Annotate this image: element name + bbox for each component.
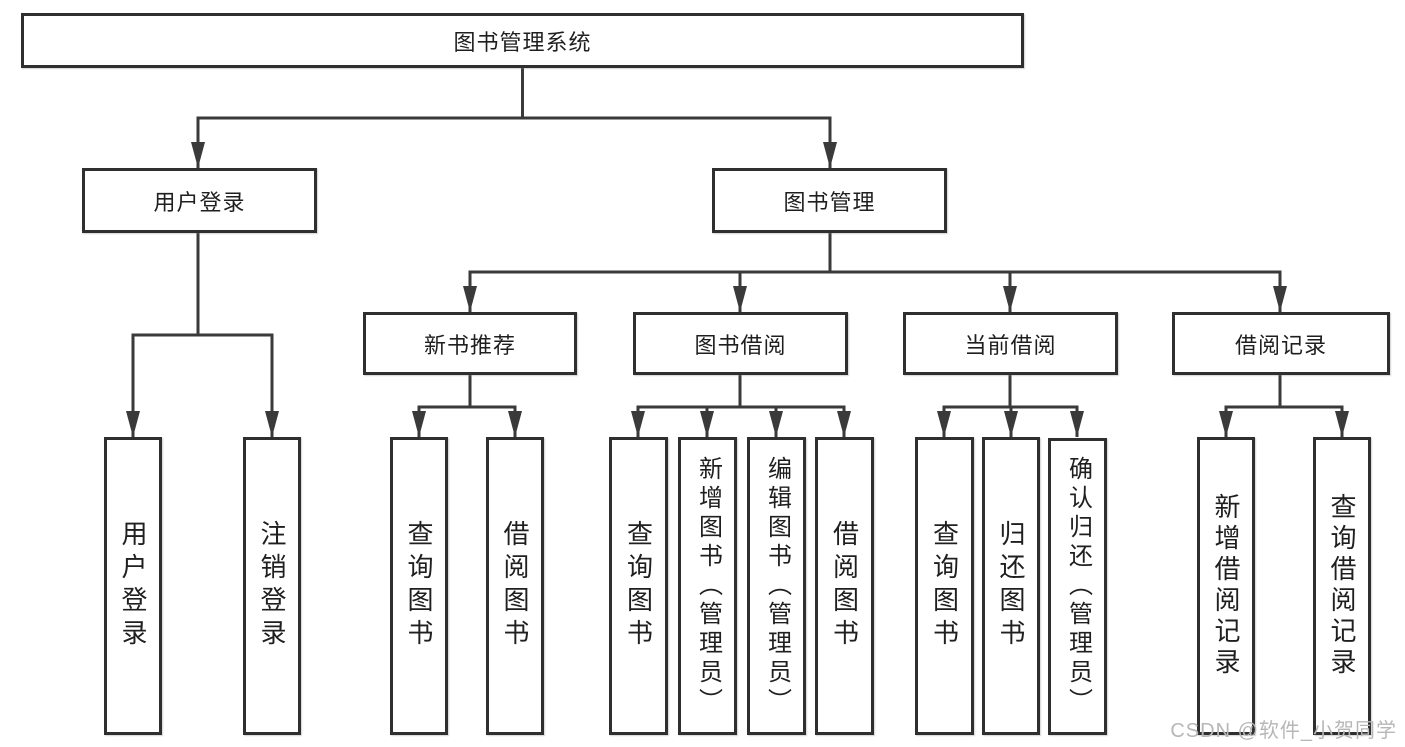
- leaf-add-books-admin: 新增图书（管理员）: [678, 437, 737, 735]
- node-label: 查询借阅记录: [1327, 493, 1357, 679]
- leaf-query-borrow-record: 查询借阅记录: [1313, 437, 1371, 735]
- node-label: 当前借阅: [964, 332, 1057, 358]
- node-label: 借阅记录: [1234, 332, 1327, 358]
- leaf-return-books: 归还图书: [982, 437, 1040, 735]
- node-label: 借阅图书: [829, 520, 860, 652]
- node-user-login: 用户登录: [82, 168, 317, 233]
- node-book-management-system: 图书管理系统: [21, 13, 1024, 68]
- leaf-edit-books-admin: 编辑图书（管理员）: [747, 437, 806, 735]
- node-label: 查询图书: [929, 520, 960, 652]
- node-book-borrowing: 图书借阅: [633, 312, 848, 375]
- node-current-borrowing: 当前借阅: [903, 312, 1118, 375]
- node-label: 查询图书: [404, 520, 434, 652]
- node-label: 查询图书: [623, 520, 654, 652]
- node-label: 新增图书（管理员）: [694, 455, 722, 717]
- csdn-watermark: CSDN @软件_小贺同学: [1170, 720, 1397, 742]
- leaf-add-borrow-record: 新增借阅记录: [1197, 437, 1255, 735]
- node-new-book-recommend: 新书推荐: [363, 312, 577, 375]
- node-label: 归还图书: [996, 520, 1026, 652]
- leaf-query-books-current: 查询图书: [915, 437, 974, 735]
- leaf-logout: 注销登录: [243, 437, 301, 735]
- leaf-query-books-recommend: 查询图书: [390, 437, 448, 735]
- leaf-query-books-borrowing: 查询图书: [609, 437, 668, 735]
- node-label: 新书推荐: [423, 332, 516, 358]
- leaf-confirm-return-admin: 确认归还（管理员）: [1048, 438, 1107, 735]
- leaf-user-login: 用户登录: [104, 437, 162, 735]
- node-label: 注销登录: [257, 520, 287, 652]
- node-label: 图书管理: [783, 189, 876, 215]
- node-label: 新增借阅记录: [1211, 493, 1241, 679]
- node-label: 用户登录: [118, 520, 148, 652]
- node-label: 图书管理系统: [453, 29, 592, 55]
- node-label: 确认归还（管理员）: [1064, 456, 1092, 717]
- node-book-management: 图书管理: [712, 168, 947, 233]
- node-label: 图书借阅: [694, 332, 787, 358]
- leaf-borrow-books: 借阅图书: [815, 437, 874, 735]
- node-label: 用户登录: [153, 189, 246, 215]
- leaf-borrow-books-recommend: 借阅图书: [486, 437, 544, 735]
- node-label: 编辑图书（管理员）: [763, 455, 791, 717]
- node-label: 借阅图书: [500, 520, 530, 652]
- node-borrowing-records: 借阅记录: [1172, 312, 1390, 375]
